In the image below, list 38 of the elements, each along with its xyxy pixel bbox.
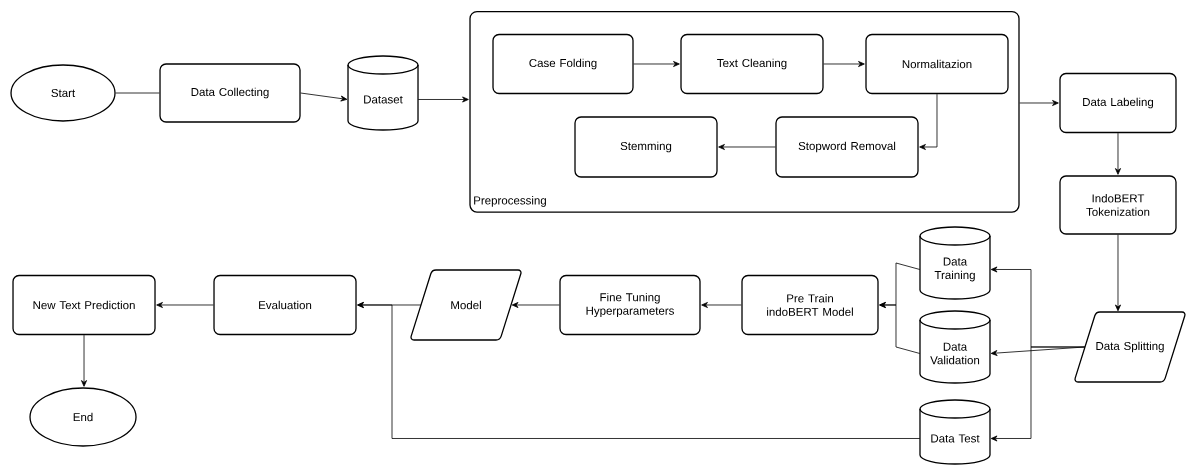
arrow <box>81 334 87 387</box>
process-box: Normalitazion <box>865 33 1009 95</box>
process-box: Data Collecting <box>159 63 301 123</box>
data-parallelogram: Data Splitting <box>1074 311 1186 383</box>
process-box: Pre Train indoBERT Model <box>741 274 879 336</box>
database-cylinder: Data Test <box>919 399 991 465</box>
process-box: Stopword Removal <box>775 116 919 178</box>
arrow <box>511 302 560 308</box>
process-box: Case Folding <box>492 33 634 95</box>
data-parallelogram: Model <box>410 269 522 341</box>
arrow <box>1019 100 1059 106</box>
process-box: Stemming <box>574 116 718 178</box>
arrow <box>1115 234 1121 312</box>
arrow <box>919 93 938 150</box>
database-cylinder: Data Validation <box>919 310 991 384</box>
process-box: Text Cleaning <box>680 33 824 95</box>
arrow <box>357 302 921 439</box>
arrow <box>633 61 680 67</box>
process-box: IndoBERT Tokenization <box>1059 175 1177 235</box>
node-label: Data Validation <box>930 342 980 365</box>
process-box: Evaluation <box>213 274 357 336</box>
node-label: Data Test <box>931 434 980 443</box>
arrow <box>1115 132 1121 175</box>
process-box: Fine Tuning Hyperparameters <box>559 274 701 336</box>
arrow <box>990 346 1086 442</box>
arrow <box>701 302 742 308</box>
arrow <box>300 92 348 102</box>
arrow <box>417 96 469 103</box>
database-cylinder: Dataset <box>347 55 419 131</box>
process-box: Data Labeling <box>1059 72 1177 134</box>
arrow <box>823 61 865 67</box>
arrow <box>718 144 776 150</box>
node-label: Dataset <box>364 95 403 104</box>
database-cylinder: Data Training <box>919 226 991 300</box>
process-box: New Text Prediction <box>12 274 156 336</box>
node-label: Data Training <box>934 257 975 282</box>
arrow <box>879 302 921 354</box>
arrow <box>156 302 214 308</box>
